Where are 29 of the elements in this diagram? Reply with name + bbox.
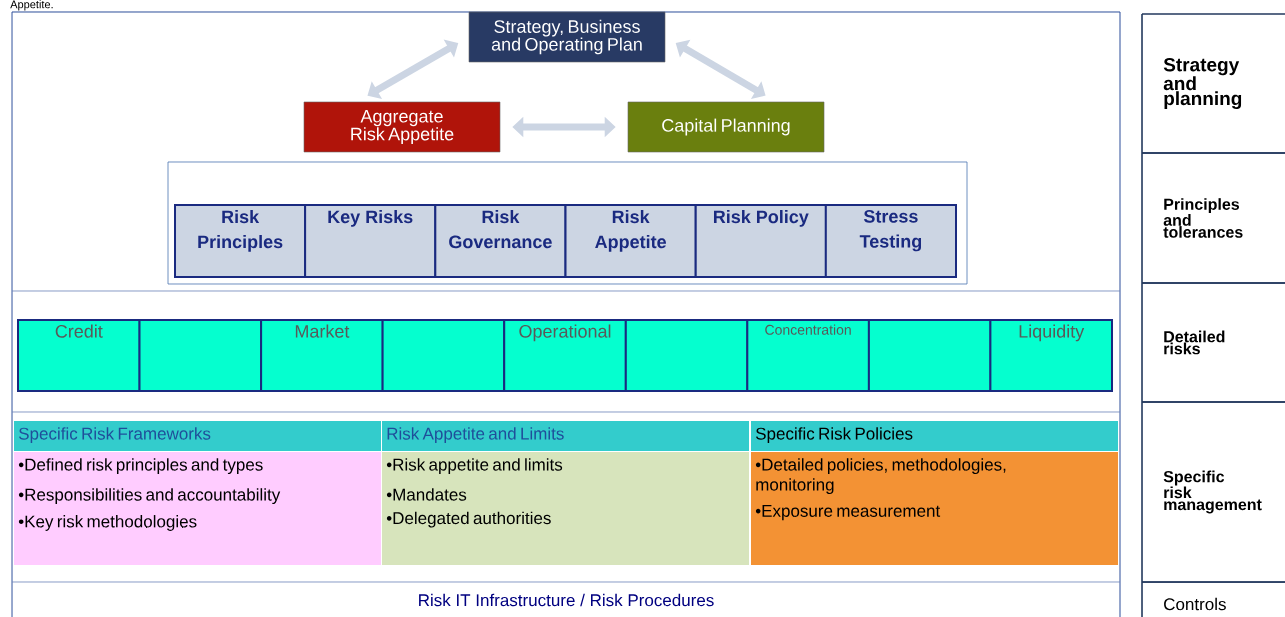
level-row: Strategy and planning (1141, 13, 1285, 154)
node-label: Risk Appetite and Limits (387, 427, 564, 444)
plan-box: Aggregate Risk Appetite (303, 101, 501, 153)
principle-box: Risk Governance (434, 204, 567, 278)
principle-box: Stress Testing (824, 204, 957, 278)
plan-box: Strategy, Business and Operating Plan (468, 11, 666, 63)
level-row: Principles and tolerances (1141, 152, 1285, 284)
plan-box: Capital Planning (627, 101, 825, 153)
risk-type-cell: Concentration (746, 319, 870, 392)
framework-column: Risk Appetite and Limits •Risk appetite and limits •Mandates •Delegated authorities (382, 421, 749, 565)
double-arrow (512, 116, 616, 138)
level-row: Controls (1141, 581, 1285, 617)
risk-type-cell: Credit (17, 319, 141, 392)
node-label: Specific Risk Frameworks (18, 427, 211, 444)
group-frame (167, 161, 968, 285)
node-label: Specific Risk Policies (755, 427, 913, 444)
risk-type-cell: Market (260, 319, 384, 392)
principle-box: Key Risks (304, 204, 437, 278)
framework-column: Specific Risk Frameworks •Defined risk principles and types •Responsibilities and accountability •Key risk methodologies (14, 421, 381, 565)
level-row: Detailed risks (1141, 282, 1285, 403)
principle-box: Risk Appetite (564, 204, 697, 278)
caption-text: Appetite. (10, 0, 53, 11)
risk-type-cell: Operational (503, 319, 627, 392)
principle-box: Risk Principles (174, 204, 307, 278)
level-row: Specific risk management (1141, 401, 1285, 583)
principle-box: Risk Policy (694, 204, 827, 278)
band-label: Risk IT Infrastructure / Risk Procedures (419, 593, 714, 607)
risk-type-cell: Liquidity (989, 319, 1113, 392)
framework-column: Specific Risk Policies •Detailed policies, methodologies, monitoring •Exposure measurement (751, 421, 1118, 565)
